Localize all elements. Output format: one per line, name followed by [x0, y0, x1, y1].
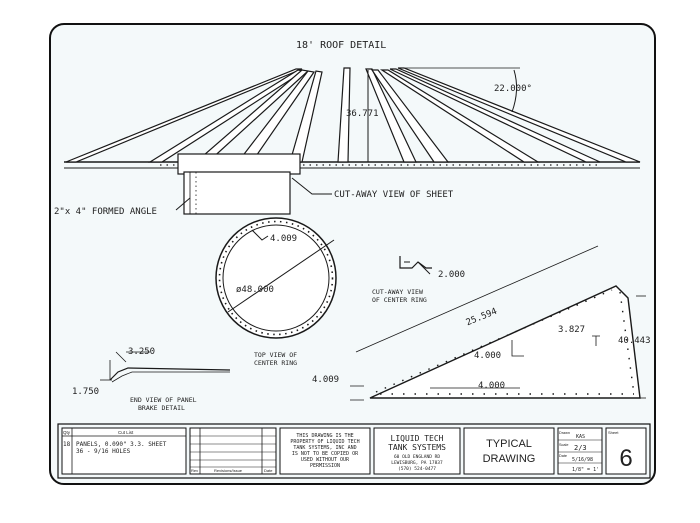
drawn-value: KAS	[576, 434, 585, 440]
scale-label: Scale	[559, 443, 569, 447]
company-block: LIQUID TECH TANK SYSTEMS 60 OLD ENGLAND …	[373, 427, 461, 475]
cutaway-ring-dimension: 2.000	[438, 270, 465, 280]
cutaway-ring-label-1: CUT-AWAY VIEW	[372, 288, 423, 296]
drawing-info-block: Drawn KAS Scale 2/3 Date 5/16/98 1/8" = …	[557, 427, 603, 475]
rafters	[65, 67, 641, 163]
top-view-label-2: CENTER RING	[254, 359, 297, 367]
rev-col-1: Rev	[191, 468, 198, 473]
date-value: 5/16/98	[572, 457, 593, 463]
notice-line-6: PERMISSION	[310, 463, 340, 469]
bom-row-qty: 18	[63, 441, 71, 448]
roof-elevation: 18' ROOF DETAIL 36.771 22.000°	[54, 40, 641, 217]
date-label: Date	[559, 454, 567, 458]
panel-end-view: 3.250 1.750 END VIEW OF PANEL BRAKE DETA…	[72, 347, 231, 412]
panel-dimension-d: 4.000	[478, 381, 505, 391]
bom-row-line1: PANELS, 0.090" 3.3. SHEET	[76, 441, 167, 448]
panel-flat-pattern: 25.594 40.443 3.827 4.000 4.000 4.009	[312, 245, 651, 401]
ring-small-dimension: 4.009	[270, 234, 297, 244]
sheet-number-block: Sheet 6	[605, 427, 647, 475]
panel-dimension-e: 4.009	[312, 375, 339, 385]
notice-line-3: TANK SYSTEMS, INC AND	[293, 445, 356, 451]
end-view-label-2: BRAKE DETAIL	[138, 404, 185, 412]
height-dimension: 36.771	[346, 109, 379, 119]
notice-line-1: THIS DRAWING IS THE	[296, 433, 353, 439]
rev-col-2: Revisions/Issue	[214, 468, 243, 473]
company-name-2: TANK SYSTEMS	[388, 443, 446, 452]
sheet-number: 6	[619, 445, 632, 472]
company-address-2: LEWISBURG, PA 17837	[391, 460, 443, 466]
company-address-1: 60 OLD ENGLAND RD	[394, 454, 440, 460]
typical-line-2: DRAWING	[483, 453, 536, 465]
center-ring-top-view: ø48.000 4.009 TOP VIEW OF CENTER RING	[215, 217, 337, 367]
sheet-label: Sheet	[608, 430, 619, 435]
ring-diameter: ø48.000	[236, 285, 274, 295]
center-ring-cutaway: 2.000 CUT-AWAY VIEW OF CENTER RING	[372, 256, 465, 304]
sheet-border	[49, 23, 656, 485]
proprietary-notice: THIS DRAWING IS THE PROPERTY OF LIQUID T…	[279, 427, 371, 475]
title-block: Qty Cut List 18 PANELS, 0.090" 3.3. SHEE…	[57, 423, 651, 479]
rev-col-3: Date	[264, 468, 273, 473]
top-view-label-1: TOP VIEW OF	[254, 351, 297, 359]
panel-dimension-c: 4.000	[474, 351, 501, 361]
revision-table: Rev Revisions/Issue Date	[189, 427, 277, 475]
bom-row-line2: 36 - 9/16 HOLES	[76, 448, 131, 455]
drawn-label: Drawn	[559, 431, 570, 435]
end-view-dimension-side: 1.750	[72, 387, 99, 397]
notice-line-2: PROPERTY OF LIQUID TECH	[290, 439, 359, 445]
typical-line-1: TYPICAL	[486, 438, 532, 450]
end-view-dimension-top: 3.250	[128, 347, 155, 357]
angle-dimension: 22.000°	[494, 84, 532, 94]
scale-value: 2/3	[574, 444, 587, 452]
drawing-type-block: TYPICAL DRAWING	[463, 427, 555, 475]
end-view-label-1: END VIEW OF PANEL	[130, 396, 197, 404]
formed-angle-label: 2"x 4" FORMED ANGLE	[54, 207, 157, 217]
panel-dimension-a: 3.827	[558, 325, 585, 335]
company-address-3: (570) 524-0477	[398, 466, 436, 472]
bill-of-materials: Qty Cut List 18 PANELS, 0.090" 3.3. SHEE…	[61, 427, 187, 475]
company-name-1: LIQUID TECH	[391, 434, 444, 443]
cutaway-ring-label-2: OF CENTER RING	[372, 296, 427, 304]
notice-line-4: IS NOT TO BE COPIED OR	[292, 451, 359, 457]
cutaway-sheet-label: CUT-AWAY VIEW OF SHEET	[334, 190, 454, 200]
notice-line-5: USED WITHOUT OUR	[301, 457, 350, 463]
size-value: 1/8" = 1'	[572, 467, 599, 473]
bom-header-qty: Qty	[63, 430, 71, 435]
bom-header-desc: Cut List	[118, 430, 134, 435]
drawing-title: 18' ROOF DETAIL	[296, 40, 386, 51]
panel-dimension-b: 40.443	[618, 336, 651, 346]
